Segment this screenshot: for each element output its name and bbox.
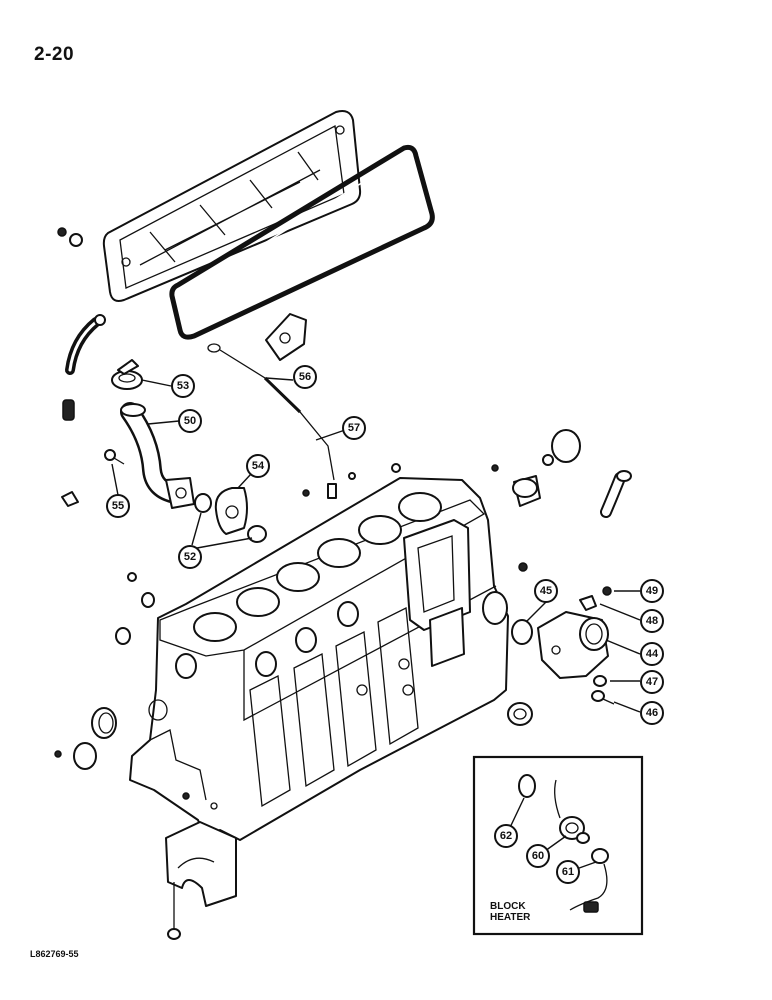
- callout-47: 47: [640, 670, 664, 694]
- svg-text:49: 49: [646, 585, 658, 597]
- nut-48: [579, 595, 597, 611]
- cover-plate: [265, 313, 307, 361]
- leader-lines: [111, 377, 641, 873]
- inset-label-line2: HEATER: [490, 912, 531, 923]
- valve-cover: [102, 110, 362, 302]
- dowel: [182, 792, 190, 800]
- oil-filler-cap: [111, 359, 143, 390]
- svg-text:55: 55: [112, 500, 124, 512]
- camshaft-bushing: [512, 475, 541, 507]
- plug: [518, 562, 528, 572]
- callout-50: 50: [178, 409, 202, 433]
- breather-hose: [62, 314, 106, 421]
- engine-block: [129, 477, 509, 841]
- bolt-46: [591, 690, 615, 705]
- o-ring-lower: [247, 525, 267, 543]
- callout-57: 57: [342, 416, 366, 440]
- block-heater-inset: BLOCK HEATER: [472, 755, 644, 936]
- svg-text:44: 44: [646, 648, 659, 660]
- expansion-plug: [551, 429, 581, 463]
- thermostat-housing: [537, 611, 609, 679]
- heater-cord: [569, 848, 609, 913]
- water-pipe: [600, 470, 632, 518]
- bolt-55: [104, 449, 125, 465]
- svg-text:62: 62: [500, 830, 512, 842]
- callout-62: 62: [494, 824, 518, 848]
- callout-46: 46: [640, 701, 664, 725]
- callout-49: 49: [640, 579, 664, 603]
- callout-45: 45: [534, 579, 558, 603]
- plug: [210, 802, 218, 810]
- svg-text:61: 61: [562, 866, 574, 878]
- svg-text:57: 57: [348, 422, 360, 434]
- callout-61: 61: [556, 860, 580, 884]
- callout-55: 55: [106, 494, 130, 518]
- dipstick: [207, 343, 337, 499]
- callout-60: 60: [526, 844, 550, 868]
- block-heater-element: [554, 779, 590, 844]
- front-seal: [507, 702, 533, 726]
- o-ring-upper: [194, 493, 212, 513]
- washer-47: [593, 675, 607, 687]
- svg-text:56: 56: [299, 371, 311, 383]
- plug: [542, 454, 554, 466]
- clip: [61, 491, 79, 507]
- valve-cover-bolt: [57, 227, 83, 247]
- callout-48: 48: [640, 609, 664, 633]
- plug: [391, 463, 401, 473]
- svg-text:53: 53: [177, 380, 189, 392]
- callout-52: 52: [178, 545, 202, 569]
- callout-53: 53: [171, 374, 195, 398]
- svg-text:45: 45: [540, 585, 552, 597]
- svg-text:47: 47: [646, 676, 658, 688]
- svg-text:54: 54: [252, 460, 265, 472]
- figure-code: L862769-55: [30, 949, 79, 959]
- plug: [54, 750, 62, 758]
- plug: [302, 489, 310, 497]
- callout-54: 54: [246, 454, 270, 478]
- expansion-plug: [141, 592, 155, 608]
- plug: [127, 572, 137, 582]
- svg-text:52: 52: [184, 551, 196, 563]
- o-ring-45: [511, 619, 533, 645]
- valve-cover-gasket: [169, 144, 435, 340]
- expansion-plug: [115, 627, 131, 645]
- bolt-49: [602, 586, 612, 596]
- svg-text:60: 60: [532, 850, 544, 862]
- rear-seal: [91, 707, 117, 739]
- callout-56: 56: [293, 365, 317, 389]
- main-bearing-cap: [165, 821, 237, 940]
- page-number: 2-20: [34, 44, 75, 65]
- svg-text:50: 50: [184, 415, 196, 427]
- inset-label-line1: BLOCK: [490, 901, 526, 912]
- plug: [491, 464, 499, 472]
- plug: [348, 472, 356, 480]
- oil-filler-tube: [120, 402, 195, 509]
- callout-44: 44: [640, 642, 664, 666]
- svg-text:46: 46: [646, 707, 658, 719]
- spacer-block: [214, 487, 248, 535]
- svg-text:48: 48: [646, 615, 658, 627]
- rear-seal-ring: [73, 742, 97, 770]
